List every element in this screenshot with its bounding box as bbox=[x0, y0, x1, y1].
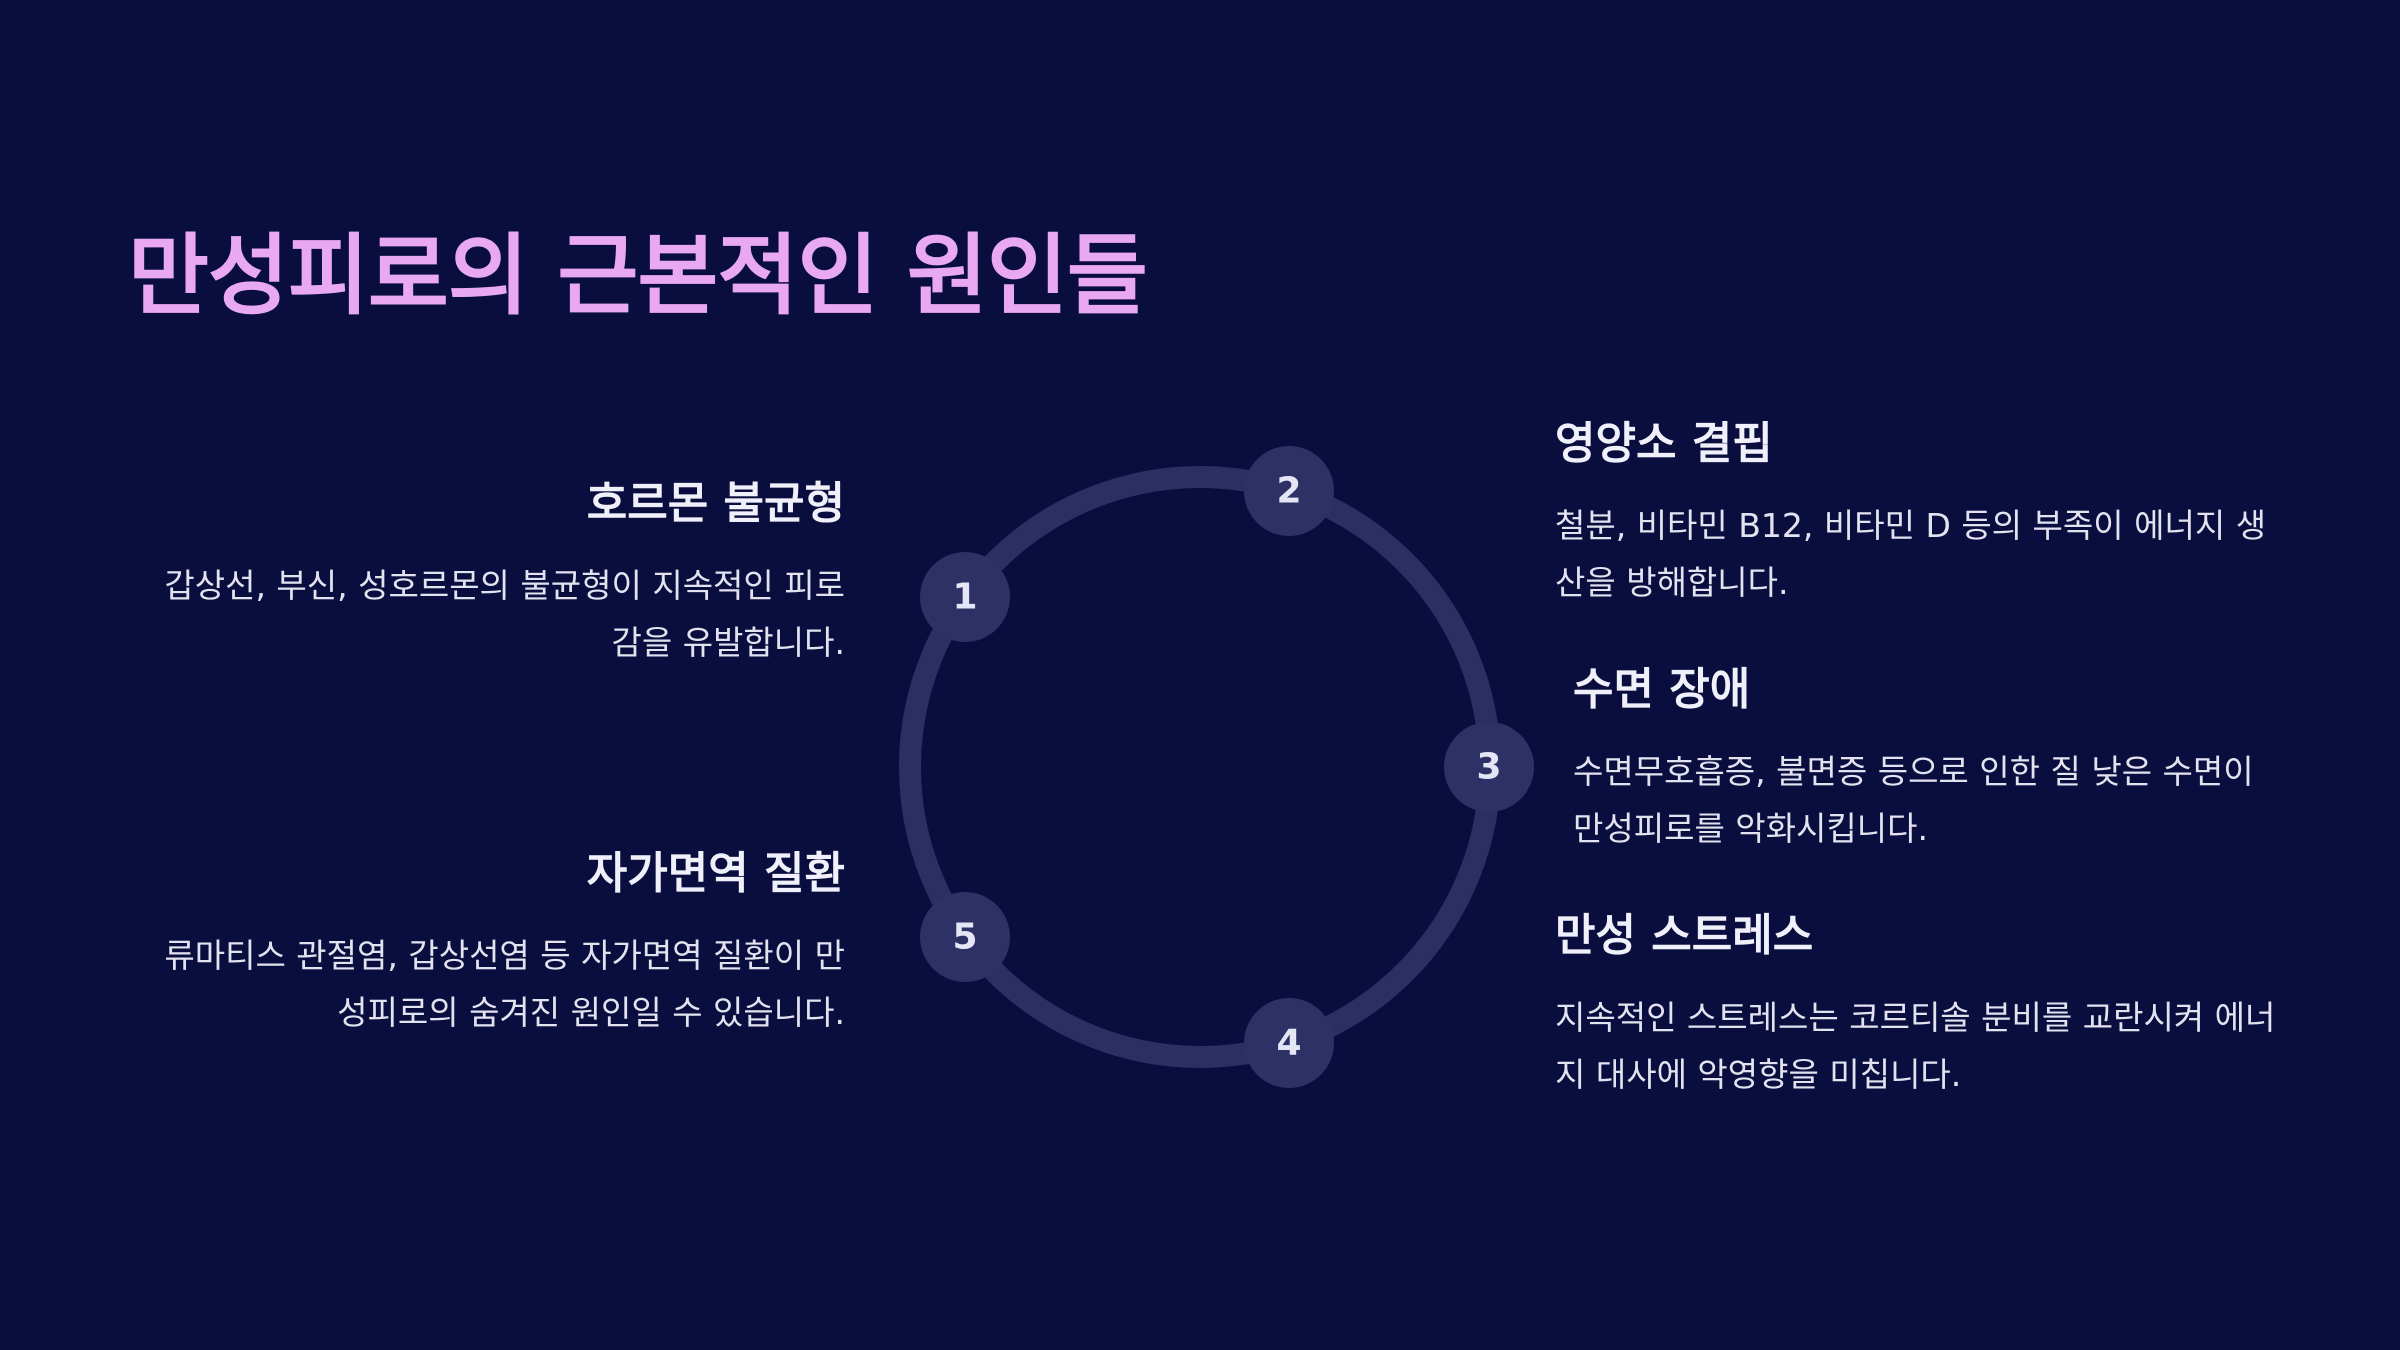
cycle-node-4: 4 bbox=[1244, 998, 1334, 1088]
cause-item-nutrient: 영양소 결핍 철분, 비타민 B12, 비타민 D 등의 부족이 에너지 생산을… bbox=[1555, 418, 2285, 611]
cause-description: 철분, 비타민 B12, 비타민 D 등의 부족이 에너지 생산을 방해합니다. bbox=[1555, 505, 2267, 602]
cycle-node-2: 2 bbox=[1244, 446, 1334, 536]
cycle-node-5-label: 5 bbox=[952, 917, 977, 958]
cause-description: 지속적인 스트레스는 코르티솔 분비를 교란시켜 에너지 대사에 악영향을 미칩… bbox=[1555, 997, 2276, 1094]
cycle-node-1: 1 bbox=[920, 552, 1010, 642]
cause-heading: 영양소 결핍 bbox=[1555, 418, 1773, 469]
cycle-node-1-label: 1 bbox=[952, 577, 977, 618]
cause-heading: 만성 스트레스 bbox=[1555, 910, 1814, 961]
cycle-node-5: 5 bbox=[920, 892, 1010, 982]
cause-heading: 자가면역 질환 bbox=[586, 848, 845, 899]
cycle-node-2-label: 2 bbox=[1276, 471, 1301, 512]
cause-item-autoimmune: 자가면역 질환 류마티스 관절염, 갑상선염 등 자가면역 질환이 만성피로의 … bbox=[140, 848, 845, 1041]
cause-item-stress: 만성 스트레스 지속적인 스트레스는 코르티솔 분비를 교란시켜 에너지 대사에… bbox=[1555, 910, 2285, 1103]
cycle-node-3: 3 bbox=[1444, 722, 1534, 812]
cause-description: 류마티스 관절염, 갑상선염 등 자가면역 질환이 만성피로의 숨겨진 원인일 … bbox=[164, 935, 845, 1032]
cause-item-hormone: 호르몬 불균형 갑상선, 부신, 성호르몬의 불균형이 지속적인 피로감을 유발… bbox=[140, 478, 845, 671]
cause-description: 갑상선, 부신, 성호르몬의 불균형이 지속적인 피로감을 유발합니다. bbox=[164, 565, 845, 662]
cycle-node-4-label: 4 bbox=[1276, 1023, 1301, 1064]
cycle-node-3-label: 3 bbox=[1476, 747, 1501, 788]
cause-heading: 호르몬 불균형 bbox=[586, 478, 845, 529]
cause-heading: 수면 장애 bbox=[1573, 664, 1751, 715]
cause-item-sleep: 수면 장애 수면무호흡증, 불면증 등으로 인한 질 낮은 수면이 만성피로를 … bbox=[1573, 664, 2285, 857]
slide-title: 만성피로의 근본적인 원인들 bbox=[128, 224, 1148, 327]
cycle-ring bbox=[899, 466, 1501, 1068]
cause-description: 수면무호흡증, 불면증 등으로 인한 질 낮은 수면이 만성피로를 악화시킵니다… bbox=[1573, 751, 2254, 848]
